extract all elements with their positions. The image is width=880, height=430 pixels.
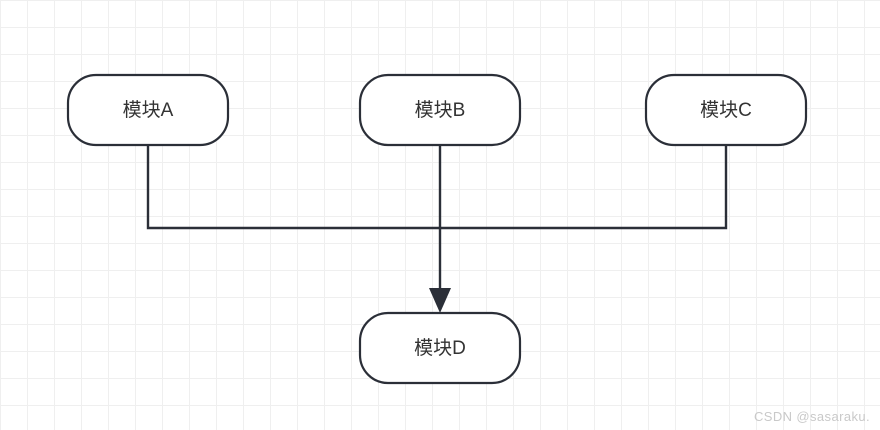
node-module-a-shape[interactable] — [66, 73, 230, 147]
node-module-d[interactable]: 模块D — [358, 311, 522, 385]
node-module-c[interactable]: 模块C — [644, 73, 808, 147]
node-module-b[interactable]: 模块B — [358, 73, 522, 147]
edge-module-a-to-module-d[interactable] — [146, 143, 442, 230]
node-module-c-shape[interactable] — [644, 73, 808, 147]
node-module-b-label: 模块B — [415, 99, 466, 121]
node-module-a[interactable]: 模块A — [66, 73, 230, 147]
node-module-c-label: 模块C — [700, 99, 752, 121]
edge-module-c-to-module-d[interactable] — [438, 143, 728, 230]
node-module-b-shape[interactable] — [358, 73, 522, 147]
node-module-d-label: 模块D — [414, 337, 466, 359]
edge-group — [146, 143, 728, 313]
watermark-text: CSDN @sasaraku. — [753, 409, 870, 424]
arrowhead-icon — [429, 288, 451, 313]
node-module-d-shape[interactable] — [358, 311, 522, 385]
node-module-a-label: 模块A — [123, 99, 174, 121]
